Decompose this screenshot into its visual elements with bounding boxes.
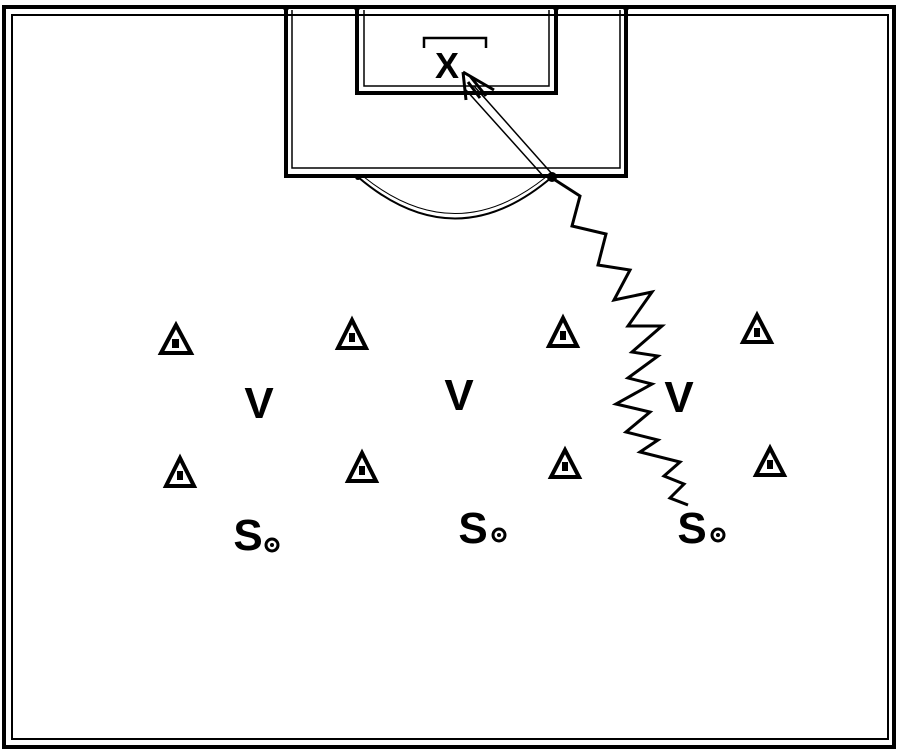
cone-icon	[752, 443, 788, 477]
penalty-arc	[357, 176, 553, 220]
defender-label: V	[664, 373, 694, 422]
striker-label: S	[233, 511, 262, 560]
cone-icon	[344, 448, 380, 483]
ball-icon	[491, 527, 507, 543]
shot-arrow-icon	[461, 70, 554, 179]
goalkeeper-marker	[422, 36, 488, 48]
pitch-inner-border	[11, 14, 889, 740]
ball-icon	[264, 537, 280, 553]
dribble-path-icon	[551, 176, 689, 507]
goalkeeper-label: X	[435, 45, 459, 86]
pitch-outer-border	[2, 5, 896, 749]
striker-label: S	[458, 504, 487, 553]
cone-icon	[162, 453, 198, 488]
ball-icon	[710, 527, 726, 543]
defender-label: V	[444, 371, 474, 420]
cone-icon	[739, 310, 775, 344]
goal-area	[355, 10, 558, 95]
cone-icon	[547, 445, 583, 479]
cone-icon	[545, 313, 581, 348]
defender-label: V	[244, 379, 274, 428]
penalty-area	[284, 10, 628, 178]
cone-icon	[157, 320, 195, 355]
striker-label: S	[677, 504, 706, 553]
cone-icon	[334, 315, 370, 350]
cones	[157, 310, 788, 488]
